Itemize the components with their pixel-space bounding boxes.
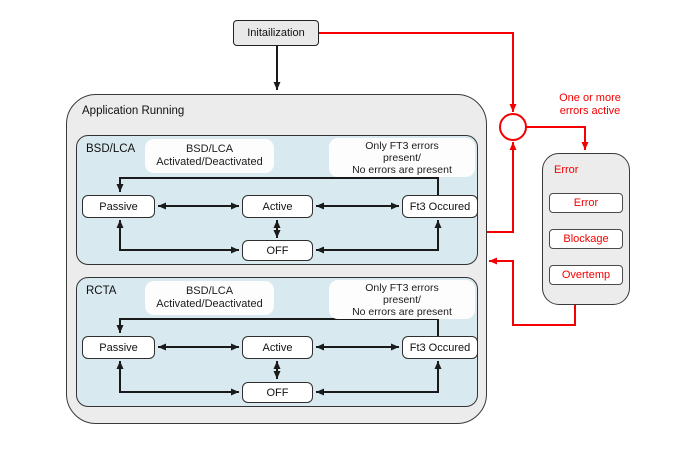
note-line: present/ — [383, 151, 421, 164]
rcta-state-ft3-occured: Ft3 Occured — [402, 336, 478, 359]
edge-bsd-off-ft3 — [316, 220, 442, 254]
rcta-state-passive: Passive — [82, 336, 155, 359]
rcta-label: RCTA — [86, 285, 117, 297]
edge-init-to-junction — [319, 32, 517, 112]
application-running-label: Application Running — [82, 105, 185, 117]
error-panel-label: Error — [554, 164, 579, 176]
edge-error-to-app — [489, 257, 576, 326]
bsd-state-passive: Passive — [82, 195, 155, 218]
initialization-state: Initailization — [233, 20, 319, 46]
bsd-lca-label: BSD/LCA — [86, 143, 136, 155]
note-line: BSD/LCA — [185, 285, 234, 297]
edge-rcta-off-ft3 — [316, 361, 442, 396]
note-line: Activated/Deactivated — [156, 156, 263, 168]
edge-bsd-ft3-to-passive — [116, 177, 439, 195]
note-line: BSD/LCA — [185, 143, 234, 155]
note-line: Activated/Deactivated — [156, 298, 263, 310]
edge-app-to-junction — [487, 142, 517, 233]
error-junction-node — [499, 113, 527, 141]
bsd-state-active: Active — [242, 195, 313, 218]
note-line: Only FT3 errors — [365, 281, 439, 294]
edge-bsd-passive-off — [116, 220, 239, 254]
error-state-overtemp: Overtemp — [549, 265, 623, 285]
junction-note: One or more errors active — [542, 92, 638, 118]
edge-junction-to-error — [526, 126, 589, 150]
note-line: present/ — [383, 293, 421, 306]
rcta-activation-note: BSD/LCA Activated/Deactivated — [145, 281, 274, 315]
edge-rcta-passive-off — [116, 361, 239, 396]
bsd-activation-note: BSD/LCA Activated/Deactivated — [145, 139, 274, 173]
note-line: No errors are present — [352, 163, 452, 176]
bsd-errors-note: Only FT3 errors present/ No errors are p… — [329, 138, 475, 177]
bsd-state-ft3-occured: Ft3 Occured — [402, 195, 478, 218]
note-line: No errors are present — [352, 305, 452, 318]
note-line: errors active — [559, 105, 621, 117]
bsd-state-off: OFF — [242, 240, 313, 261]
error-state-error: Error — [549, 193, 623, 213]
note-line: One or more — [559, 92, 621, 104]
note-line: Only FT3 errors — [365, 139, 439, 152]
edge-rcta-ft3-to-passive — [116, 318, 439, 336]
error-state-blockage: Blockage — [549, 229, 623, 249]
rcta-errors-note: Only FT3 errors present/ No errors are p… — [329, 280, 475, 319]
rcta-state-active: Active — [242, 336, 313, 359]
rcta-state-off: OFF — [242, 382, 313, 403]
